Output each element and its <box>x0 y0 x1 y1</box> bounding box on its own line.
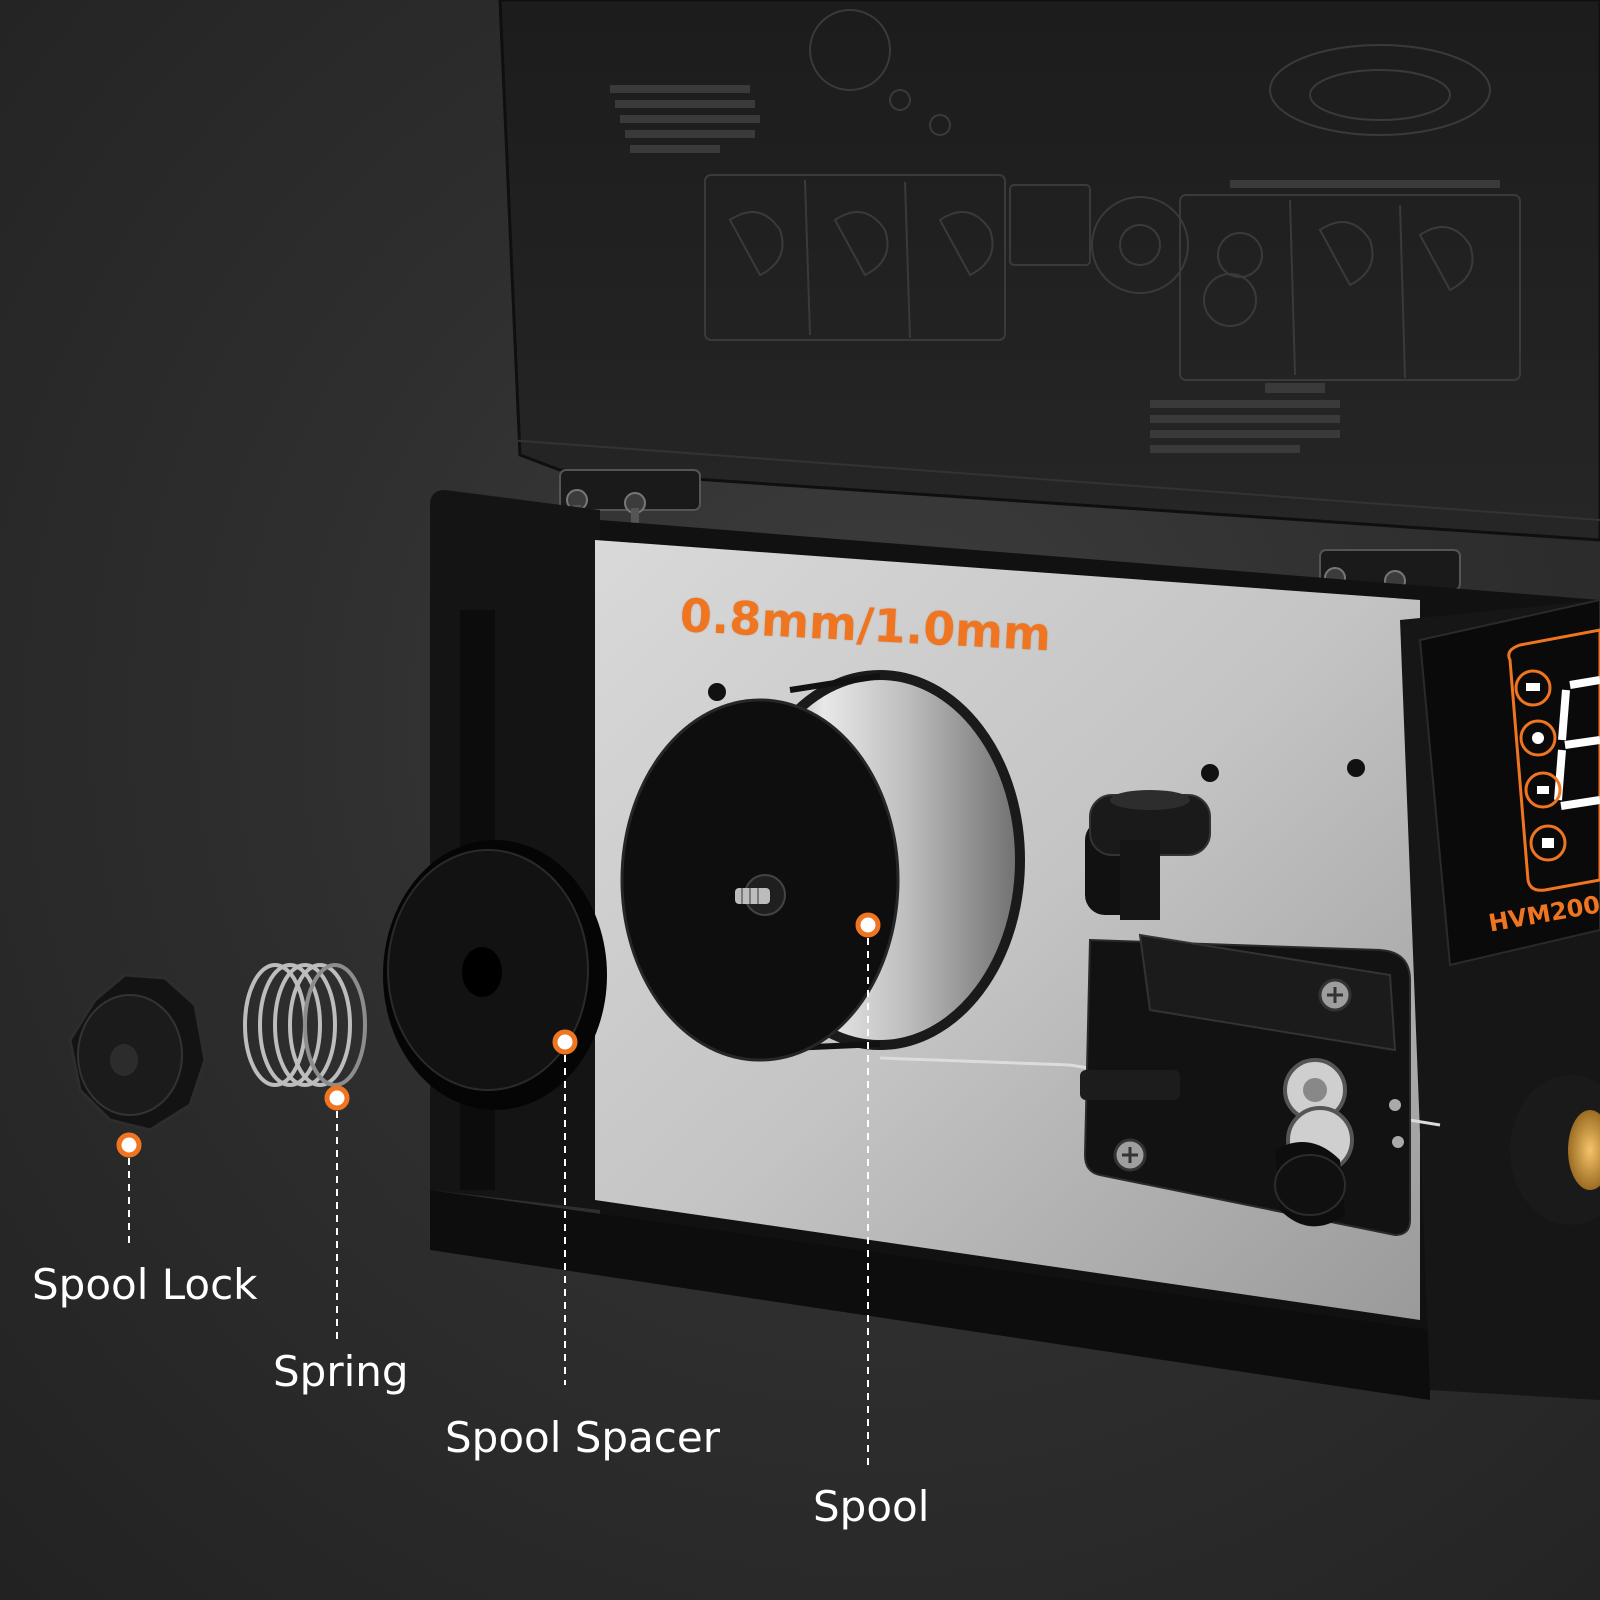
wire-feeder <box>1080 790 1411 1237</box>
spool-label: Spool <box>813 1482 930 1531</box>
spool <box>620 670 1025 1062</box>
spring-label: Spring <box>273 1347 409 1396</box>
machine-lid <box>498 0 1600 542</box>
control-panel <box>1418 598 1600 967</box>
gas-icon[interactable] <box>1524 771 1562 809</box>
callouts <box>116 912 881 1470</box>
spring <box>243 963 367 1087</box>
installation-diagram <box>704 9 1521 381</box>
spool-spacer-callout-dot <box>552 1029 578 1055</box>
spool-lock-label: Spool Lock <box>32 1260 258 1309</box>
torch-connector <box>1510 1075 1600 1225</box>
diagram-text-lines <box>610 85 1500 453</box>
settings-icon[interactable] <box>1529 824 1567 862</box>
spool-lock <box>68 973 207 1132</box>
spring-callout-dot <box>324 1085 350 1111</box>
wire-feed-icon[interactable] <box>1514 669 1552 707</box>
spool-lock-callout-dot <box>116 1132 142 1158</box>
display-digit <box>1554 676 1600 810</box>
hand-icon[interactable] <box>1519 719 1557 757</box>
spool-spacer-label: Spool Spacer <box>445 1413 720 1462</box>
spool-callout-dot <box>855 912 881 938</box>
spool-spacer <box>383 840 607 1110</box>
